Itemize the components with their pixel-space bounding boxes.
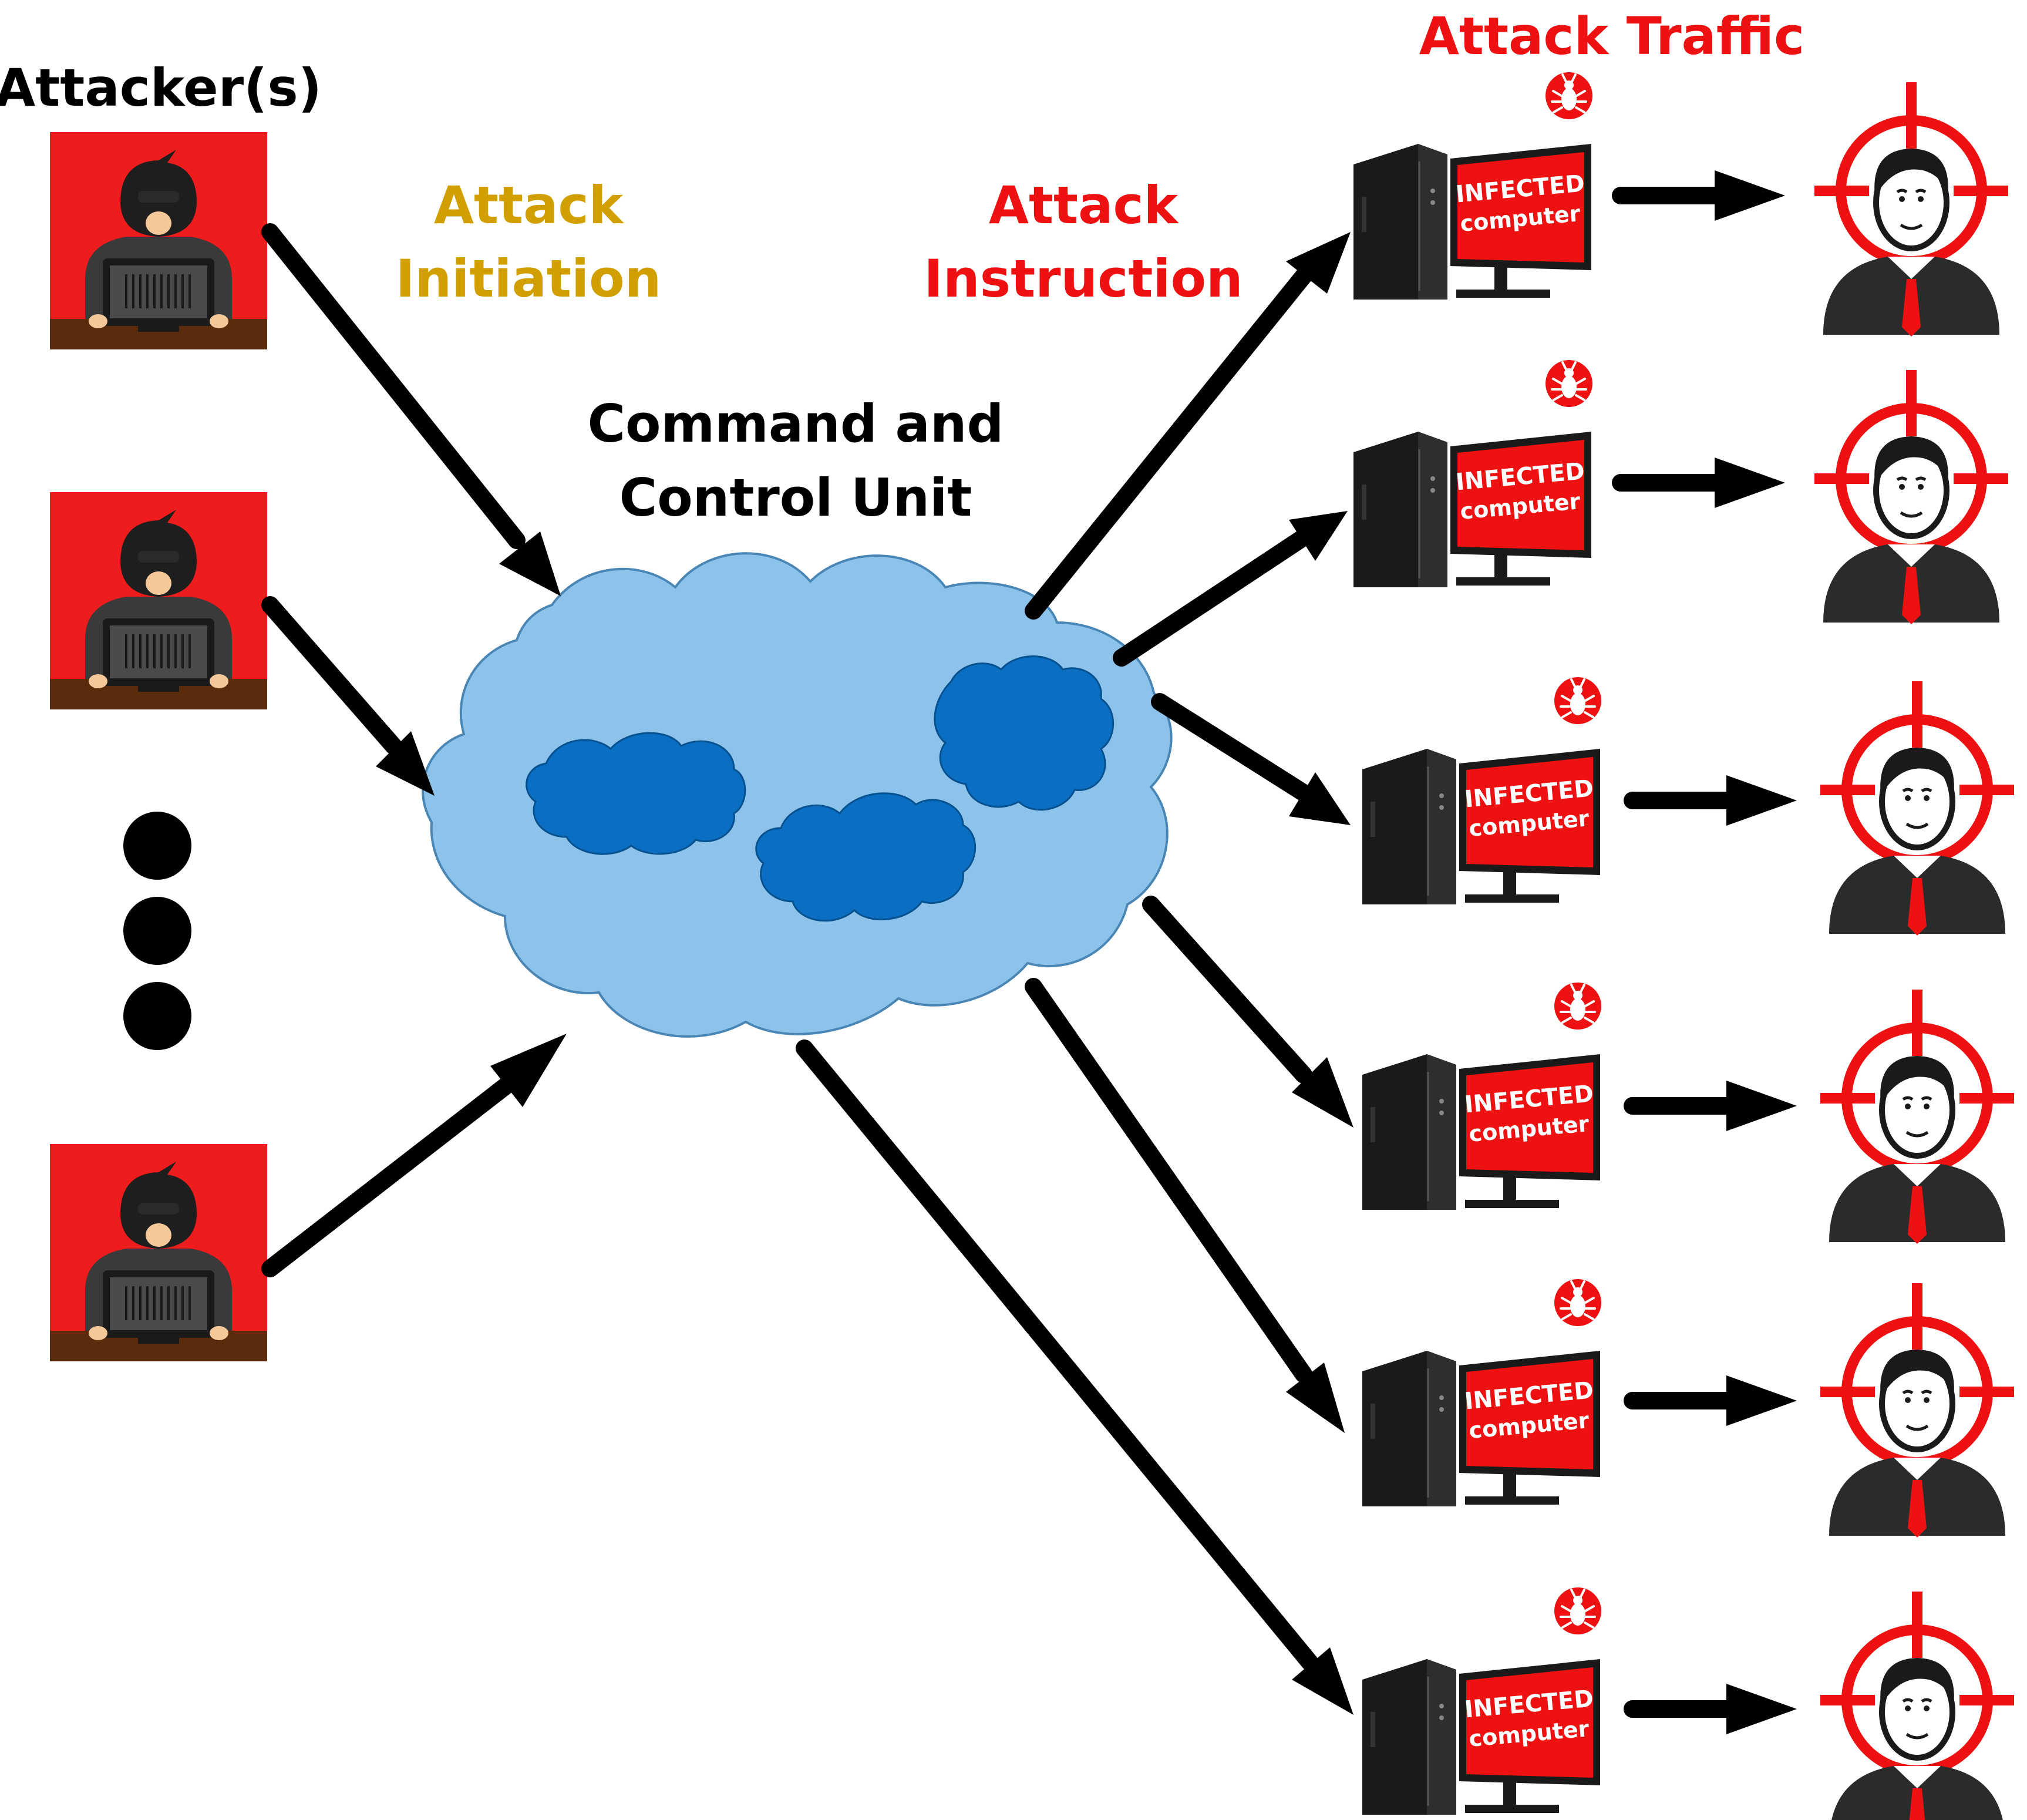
infected-computer-5: INFECTED computer bbox=[1361, 1278, 1602, 1508]
ellipsis-dot-3 bbox=[123, 982, 191, 1050]
arrowhead-traffic-1 bbox=[1715, 170, 1785, 221]
target-victim-4-icon bbox=[1820, 990, 2014, 1244]
target-victim-6-icon bbox=[1820, 1592, 2014, 1820]
arrowhead-traffic-5 bbox=[1726, 1375, 1797, 1426]
attack-initiation-label-1: Attack bbox=[434, 175, 625, 236]
ellipsis-dot-2 bbox=[123, 897, 191, 965]
arrowhead-traffic-4 bbox=[1726, 1081, 1797, 1131]
arrowhead-attacker-2 bbox=[376, 731, 435, 796]
infected-computer-2: INFECTED computer bbox=[1352, 359, 1594, 588]
arrowhead-traffic-3 bbox=[1726, 775, 1797, 826]
arrow-attacker-1 bbox=[261, 223, 526, 549]
target-victim-5-icon bbox=[1820, 1283, 2014, 1538]
attacker-1-icon bbox=[49, 131, 268, 351]
arrowhead-instr-5 bbox=[1286, 1363, 1345, 1433]
arrowhead-attacker-3 bbox=[490, 1034, 567, 1107]
arrow-instr-5 bbox=[1025, 978, 1312, 1383]
ellipsis-dot-1 bbox=[123, 812, 191, 880]
target-victim-3-icon bbox=[1820, 681, 2014, 936]
arrowhead-traffic-2 bbox=[1715, 457, 1785, 508]
arrowheads bbox=[376, 170, 1797, 1734]
arrow-instr-2 bbox=[1113, 529, 1312, 667]
arrow-attacker-2 bbox=[261, 596, 402, 755]
arrowhead-instr-4 bbox=[1292, 1057, 1353, 1128]
attackers-label: Attacker(s) bbox=[0, 58, 322, 118]
command-control-label-2: Control Unit bbox=[619, 467, 972, 528]
attack-instruction-label-2: Instruction bbox=[924, 248, 1243, 309]
arrowhead-instr-1 bbox=[1286, 232, 1351, 294]
cloud-icon bbox=[422, 552, 1173, 1038]
target-victim-1-icon bbox=[1814, 82, 2008, 337]
arrowhead-instr-6 bbox=[1292, 1647, 1353, 1715]
arrowhead-traffic-6 bbox=[1726, 1684, 1797, 1734]
command-control-label-1: Command and bbox=[587, 393, 1004, 454]
arrow-instr-6 bbox=[796, 1039, 1318, 1671]
attack-instruction-label-1: Attack bbox=[989, 175, 1180, 236]
arrowhead-instr-2 bbox=[1289, 511, 1348, 561]
arrow-instr-1 bbox=[1025, 267, 1312, 620]
arrowhead-attacker-1 bbox=[499, 531, 561, 596]
infected-computer-6: INFECTED computer bbox=[1361, 1586, 1602, 1816]
infected-computer-4: INFECTED computer bbox=[1361, 981, 1602, 1211]
target-victim-2-icon bbox=[1814, 370, 2008, 624]
arrow-attacker-3 bbox=[261, 1078, 514, 1277]
arrow-instr-3 bbox=[1151, 693, 1312, 802]
attack-traffic-label: Attack Traffic bbox=[1419, 6, 1804, 66]
arrows bbox=[261, 187, 1741, 1718]
arrow-instr-4 bbox=[1142, 896, 1312, 1084]
attack-initiation-label-2: Initiation bbox=[396, 248, 662, 309]
attacker-2-icon bbox=[49, 491, 268, 711]
attacker-3-icon bbox=[49, 1143, 268, 1363]
infected-computer-3: INFECTED computer bbox=[1361, 676, 1602, 906]
infected-computer-1: INFECTED computer bbox=[1352, 71, 1594, 301]
arrowhead-instr-3 bbox=[1289, 772, 1351, 825]
